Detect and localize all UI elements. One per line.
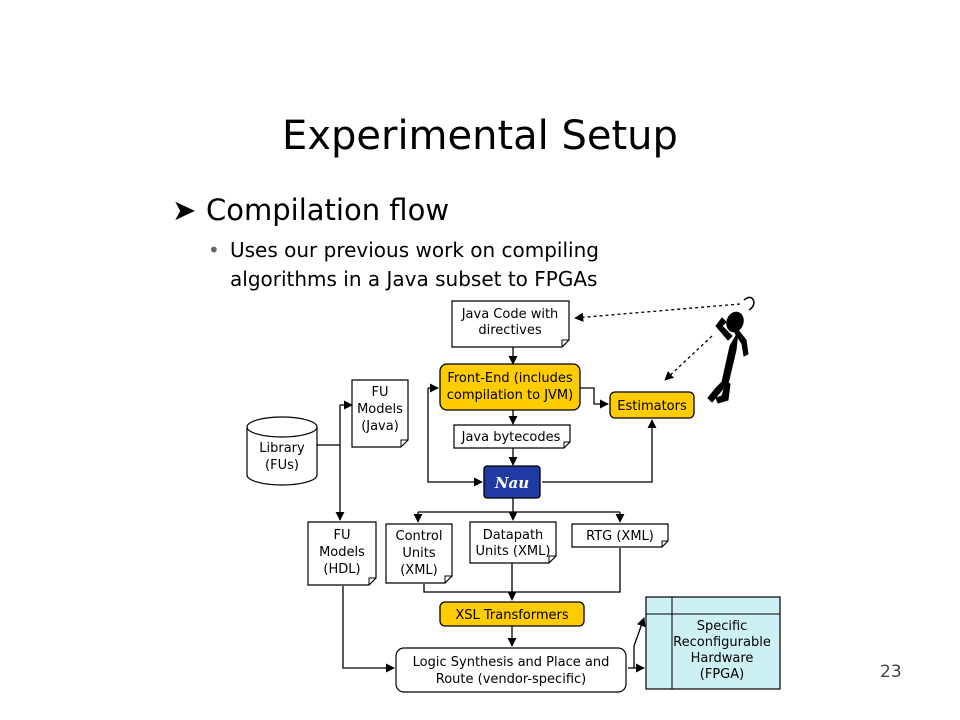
datapath-units-line-2: Units (XML) [476,544,551,559]
fu-models-java-line-1: FU [372,385,389,400]
annotation-arrows [574,303,741,381]
fu-models-hdl-line-1: FU [334,528,351,543]
fu-models-hdl-line-2: Models [319,545,365,560]
front-end-line-2: compilation to JVM) [447,388,573,403]
bullet-compilation-flow-text: Compilation flow [206,193,450,227]
fpga-box: Specific Reconfigurable Hardware (FPGA) [645,596,781,690]
datapath-units-box: Datapath Units (XML) [469,521,557,564]
bullet-compilation-flow: ➤ Compilation flow [172,193,449,227]
nau-box: Nau [483,465,541,499]
front-end-box: Front-End (includes compilation to JVM) [439,363,581,411]
dot-bullet-icon: • [208,238,220,262]
control-units-line-3: (XML) [400,563,438,578]
sub-bullet: • Uses our previous work on compiling al… [208,236,770,294]
fpga-line-4: (FPGA) [700,667,744,682]
slide-title: Experimental Setup [282,113,678,159]
library-line-2: (FUs) [265,458,299,473]
logic-synthesis-line-2: Route (vendor-specific) [436,672,586,687]
java-bytecodes-box: Java bytecodes [453,424,571,449]
fu-models-java-line-2: Models [357,402,403,417]
java-bytecodes-label: Java bytecodes [461,430,561,445]
control-units-line-2: Units [402,546,435,561]
control-units-box: Control Units (XML) [385,523,453,584]
front-end-line-1: Front-End (includes [447,371,573,386]
estimators-box: Estimators [609,391,695,419]
logic-synthesis-box: Logic Synthesis and Place and Route (ven… [395,647,627,693]
xsl-transformers-box: XSL Transformers [439,601,585,627]
fpga-line-2: Reconfigurable [673,635,771,650]
library-line-1: Library [259,441,305,456]
logic-synthesis-line-1: Logic Synthesis and Place and [413,655,610,670]
xsl-transformers-label: XSL Transformers [455,608,569,623]
java-code-line-1: Java Code with [461,307,559,322]
sub-bullet-line-2: algorithms in a Java subset to FPGAs [230,267,598,291]
thinking-person-icon [707,296,755,404]
fpga-line-3: Hardware [691,651,754,666]
rtg-box: RTG (XML) [571,523,669,548]
diagram-connectors [316,346,657,673]
java-code-line-2: directives [478,323,541,338]
sub-bullet-line-1: Uses our previous work on compiling [230,238,599,262]
java-code-box: Java Code with directives [451,300,570,348]
fu-models-java-line-3: (Java) [361,419,399,434]
nau-label: Nau [494,474,529,492]
fu-models-hdl-box: FU Models (HDL) [307,521,377,586]
fu-models-hdl-line-3: (HDL) [323,562,360,577]
estimators-label: Estimators [617,399,687,414]
rtg-label: RTG (XML) [586,529,654,544]
page-number: 23 [880,662,902,682]
datapath-units-line-1: Datapath [483,528,544,543]
arrow-bullet-icon: ➤ [172,193,197,227]
fu-models-java-box: FU Models (Java) [351,379,409,448]
fpga-line-1: Specific [697,619,748,634]
control-units-line-1: Control [396,529,443,544]
library-cylinder: Library (FUs) [246,416,318,486]
